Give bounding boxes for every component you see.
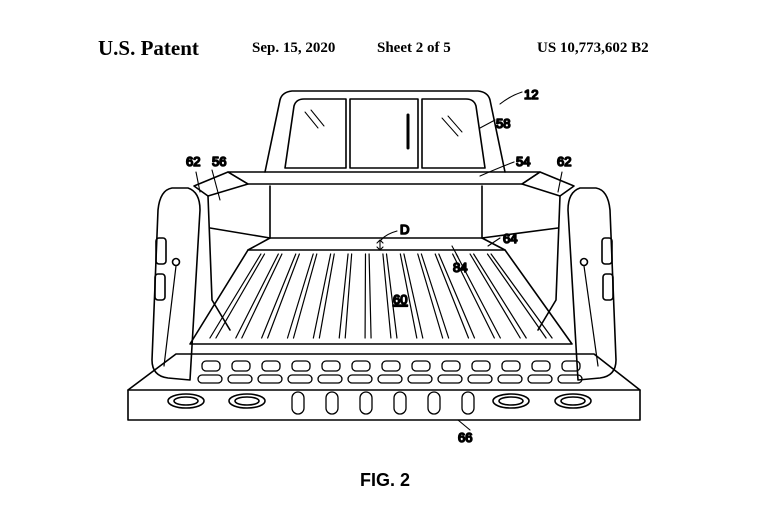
floor-rib [399,253,418,339]
tailgate-slot [527,374,553,384]
floor-rib [486,253,547,339]
tailgate-slot [441,360,461,372]
tailgate-pocket [427,391,441,415]
tailgate-slot [471,360,491,372]
tailgate-slot [467,374,493,384]
floor-rib [490,253,553,339]
tailgate [127,353,641,421]
tailgate-slot [261,360,281,372]
floor-rib [344,253,353,339]
label-64: 64 [503,231,517,246]
tailgate-pocket [291,391,305,415]
patent-title: U.S. Patent [98,36,199,60]
floor-rib [318,253,335,339]
label-54: 54 [516,154,530,169]
tailgate-slot [351,360,371,372]
label-58: 58 [496,116,510,131]
tailgate-slot [531,360,551,372]
bed-front-wall [227,171,541,251]
right-side-wall [481,171,617,381]
floor-rib [417,253,444,339]
floor-rib [292,253,318,339]
floor-rib [434,253,470,339]
tailgate-slot [381,360,401,372]
tailgate-slot [287,374,313,384]
label-56: 56 [212,154,226,169]
tailgate-slot [561,360,581,372]
floor-rib [403,253,424,339]
tailgate-slot [257,374,283,384]
tailgate-slot [497,374,523,384]
floor-rib [286,253,314,339]
tailgate-slot [377,374,403,384]
floor-rib [209,253,262,339]
floor-rib [215,253,266,339]
floor-rib [241,253,283,339]
patent-date: Sep. 15, 2020 [252,40,336,56]
tailgate-slot [557,374,583,384]
cab [264,90,506,173]
label-66: 66 [458,430,472,445]
tailgate-slot [197,374,223,384]
label-60: 60 [393,292,407,307]
tailgate-pocket [325,391,339,415]
patent-number: US 10,773,602 B2 [537,40,649,56]
tailgate-slot [227,374,253,384]
tailgate-slot [321,360,341,372]
floor-rib [438,253,476,339]
floor-rib [312,253,332,339]
tailgate-pocket [359,391,373,415]
tailgate-slot [317,374,343,384]
tailgate-slot [437,374,463,384]
tailgate-pocket [393,391,407,415]
left-side-wall [151,171,271,381]
sheet-number: Sheet 2 of 5 [377,40,451,56]
label-12: 12 [524,87,538,102]
floor-rib [473,253,527,339]
bed-floor [189,249,573,345]
floor-rib [382,253,392,339]
label-D: D [400,222,409,237]
floor-rib [385,253,398,339]
tailgate-slot [347,374,373,384]
figure-label: FIG. 2 [360,470,411,490]
floor-rib [455,253,501,339]
floor-rib [267,253,300,339]
tailgate-pocket [461,391,475,415]
floor-rib [368,253,372,339]
floor-rib [469,253,521,339]
tailgate-slot [407,374,433,384]
floor-rib [452,253,495,339]
label-62-left: 62 [186,154,200,169]
floor-rib [235,253,279,339]
tailgate-slot [501,360,521,372]
tailgate-slot [411,360,431,372]
label-84: 84 [453,260,467,275]
floor-rib [338,253,349,339]
label-62-right: 62 [557,154,571,169]
floor-rib [420,253,450,339]
floor-rib [261,253,297,339]
tailgate-slot [291,360,311,372]
tailgate-slot [231,360,251,372]
tailgate-slot [201,360,221,372]
leader-lines [195,91,563,431]
